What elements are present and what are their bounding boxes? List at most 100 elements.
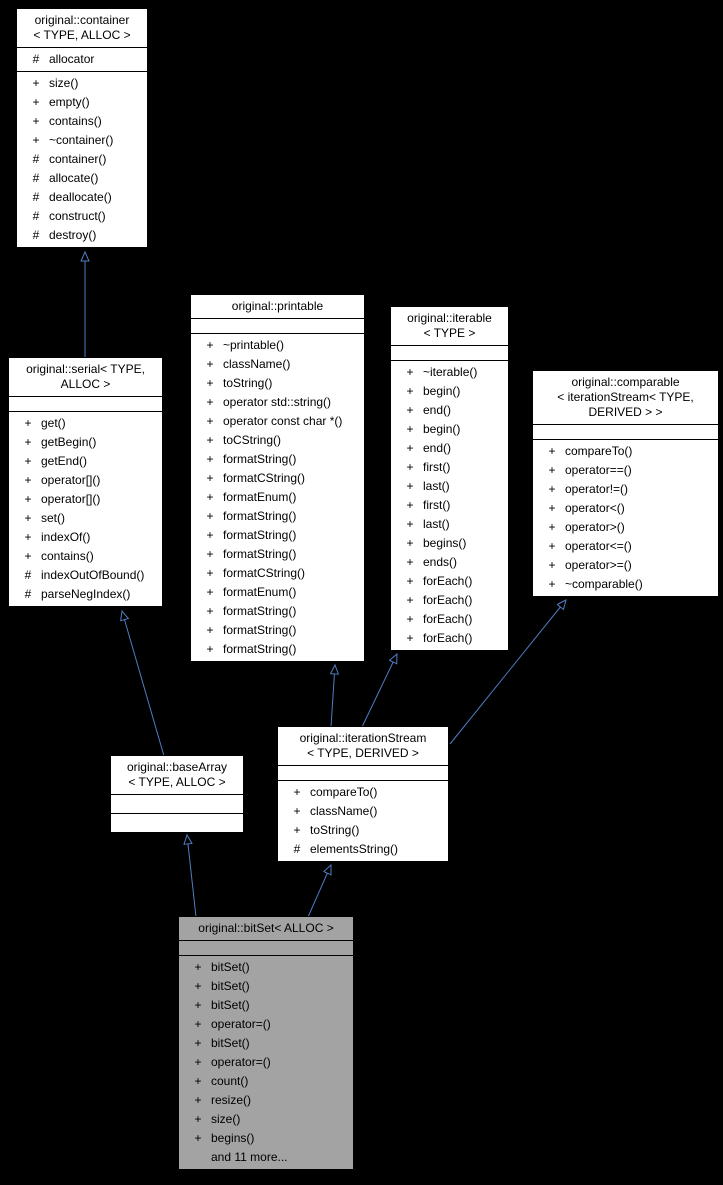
member-visibility: +: [406, 479, 414, 493]
class-node-baseArray[interactable]: original::baseArray< TYPE, ALLOC >: [110, 755, 244, 833]
member-name: toCString(): [223, 433, 282, 447]
member-row: +formatString(): [191, 545, 364, 564]
class-node-iterationStream[interactable]: original::iterationStream< TYPE, DERIVED…: [277, 726, 449, 862]
member-name: container(): [49, 152, 107, 166]
member-name: formatEnum(): [223, 585, 297, 599]
class-methods-compartment: +compareTo()+operator==()+operator!=()+o…: [533, 439, 718, 596]
member-name: formatEnum(): [223, 490, 297, 504]
member-visibility: +: [548, 577, 556, 591]
member-row: #allocator: [17, 50, 147, 69]
member-visibility: +: [206, 547, 214, 561]
edge-iterationStream-to-printable: [331, 665, 335, 728]
member-row: + ~container(): [17, 131, 147, 150]
member-row: +resize(): [179, 1091, 353, 1110]
member-row: # container(): [17, 150, 147, 169]
member-name: size(): [49, 76, 79, 90]
member-name: compareTo(): [565, 444, 633, 458]
member-row: +toString(): [191, 374, 364, 393]
member-name: operator<=(): [565, 539, 632, 553]
member-row: +bitSet(): [179, 958, 353, 977]
member-row: +operator>(): [533, 518, 718, 537]
member-row: + formatCString(): [191, 564, 364, 583]
class-node-bitSet[interactable]: original::bitSet< ALLOC >+bitSet()+bitSe…: [178, 916, 354, 1170]
member-row: + formatEnum(): [191, 488, 364, 507]
member-row: +getBegin(): [9, 433, 162, 452]
member-name: begin(): [423, 384, 461, 398]
member-row: +operator<=(): [533, 537, 718, 556]
member-visibility: +: [206, 452, 214, 466]
member-visibility: +: [194, 1017, 202, 1031]
member-visibility: +: [206, 528, 214, 542]
member-visibility: +: [206, 585, 214, 599]
class-methods-compartment: [111, 813, 243, 832]
member-name: count(): [211, 1074, 249, 1088]
member-visibility: #: [32, 152, 40, 166]
member-visibility: +: [548, 482, 556, 496]
class-node-printable[interactable]: original::printable+~printable()+classNa…: [190, 294, 365, 662]
member-name: ~container(): [49, 133, 114, 147]
member-row: +forEach(): [391, 629, 508, 648]
member-name: getEnd(): [41, 454, 88, 468]
member-visibility: +: [24, 549, 32, 563]
class-title-line: < TYPE, ALLOC >: [33, 28, 131, 42]
member-name: size(): [211, 1112, 241, 1126]
member-visibility: +: [293, 804, 301, 818]
class-node-iterable[interactable]: original::iterable< TYPE >+~iterable()+b…: [390, 306, 509, 651]
member-visibility: +: [206, 566, 214, 580]
class-node-serial[interactable]: original::serial< TYPE,ALLOC >+get()+get…: [8, 357, 163, 607]
member-name: forEach(): [423, 631, 473, 645]
class-title-line: original::printable: [231, 299, 324, 313]
member-row: + forEach(): [391, 610, 508, 629]
member-row: +begin(): [391, 382, 508, 401]
member-visibility: +: [206, 376, 214, 390]
class-node-comparable[interactable]: original::comparable< iterationStream< T…: [532, 370, 719, 597]
member-name: operator==(): [565, 463, 632, 477]
member-row: +bitSet(): [179, 977, 353, 996]
member-row: +empty(): [17, 93, 147, 112]
member-name: empty(): [49, 95, 90, 109]
member-name: end(): [423, 441, 452, 455]
member-visibility: +: [206, 490, 214, 504]
class-title: original::serial< TYPE,ALLOC >: [9, 358, 162, 396]
member-row: +operator[](): [9, 471, 162, 490]
member-visibility: +: [24, 511, 32, 525]
class-methods-compartment: +compareTo()+className()+toString()#elem…: [278, 780, 448, 861]
member-row: #deallocate(): [17, 188, 147, 207]
class-title-line: < TYPE, DERIVED >: [307, 746, 419, 760]
member-row: +forEach(): [391, 591, 508, 610]
member-name: forEach(): [423, 612, 473, 626]
member-row: +operator std::string(): [191, 393, 364, 412]
class-node-container[interactable]: original::container< TYPE, ALLOC >#alloc…: [16, 8, 148, 248]
member-visibility: +: [406, 365, 414, 379]
edge-baseArray-to-serial: [122, 611, 165, 757]
member-visibility: +: [406, 612, 414, 626]
member-name: operator=(): [211, 1055, 271, 1069]
member-visibility: +: [32, 76, 40, 90]
member-row: +bitSet(): [179, 996, 353, 1015]
member-visibility: +: [206, 395, 214, 409]
member-row: #elementsString(): [278, 840, 448, 859]
member-name: ~printable(): [223, 338, 285, 352]
member-visibility: +: [206, 357, 214, 371]
member-name: elementsString(): [310, 842, 399, 856]
class-attributes-compartment: [179, 940, 353, 955]
member-row: #allocate(): [17, 169, 147, 188]
class-methods-compartment: +bitSet()+bitSet()+bitSet()+operator=()+…: [179, 955, 353, 1169]
member-name: formatString(): [223, 528, 297, 542]
member-row: +indexOf(): [9, 528, 162, 547]
edge-iterationStream-to-iterable: [361, 654, 397, 728]
member-visibility: +: [32, 114, 40, 128]
member-name: resize(): [211, 1093, 252, 1107]
member-row: +count(): [179, 1072, 353, 1091]
member-visibility: +: [194, 1036, 202, 1050]
class-methods-compartment: +~iterable()+begin()+end()+begin()+end()…: [391, 360, 508, 650]
member-visibility: +: [32, 133, 40, 147]
member-name: first(): [423, 460, 451, 474]
class-title-line: ALLOC >: [60, 377, 111, 391]
member-visibility: +: [194, 1055, 202, 1069]
member-visibility: #: [32, 190, 40, 204]
member-row: +operator[](): [9, 490, 162, 509]
member-row: +begins(): [391, 534, 508, 553]
member-visibility: +: [406, 441, 414, 455]
member-name: formatCString(): [223, 566, 306, 580]
